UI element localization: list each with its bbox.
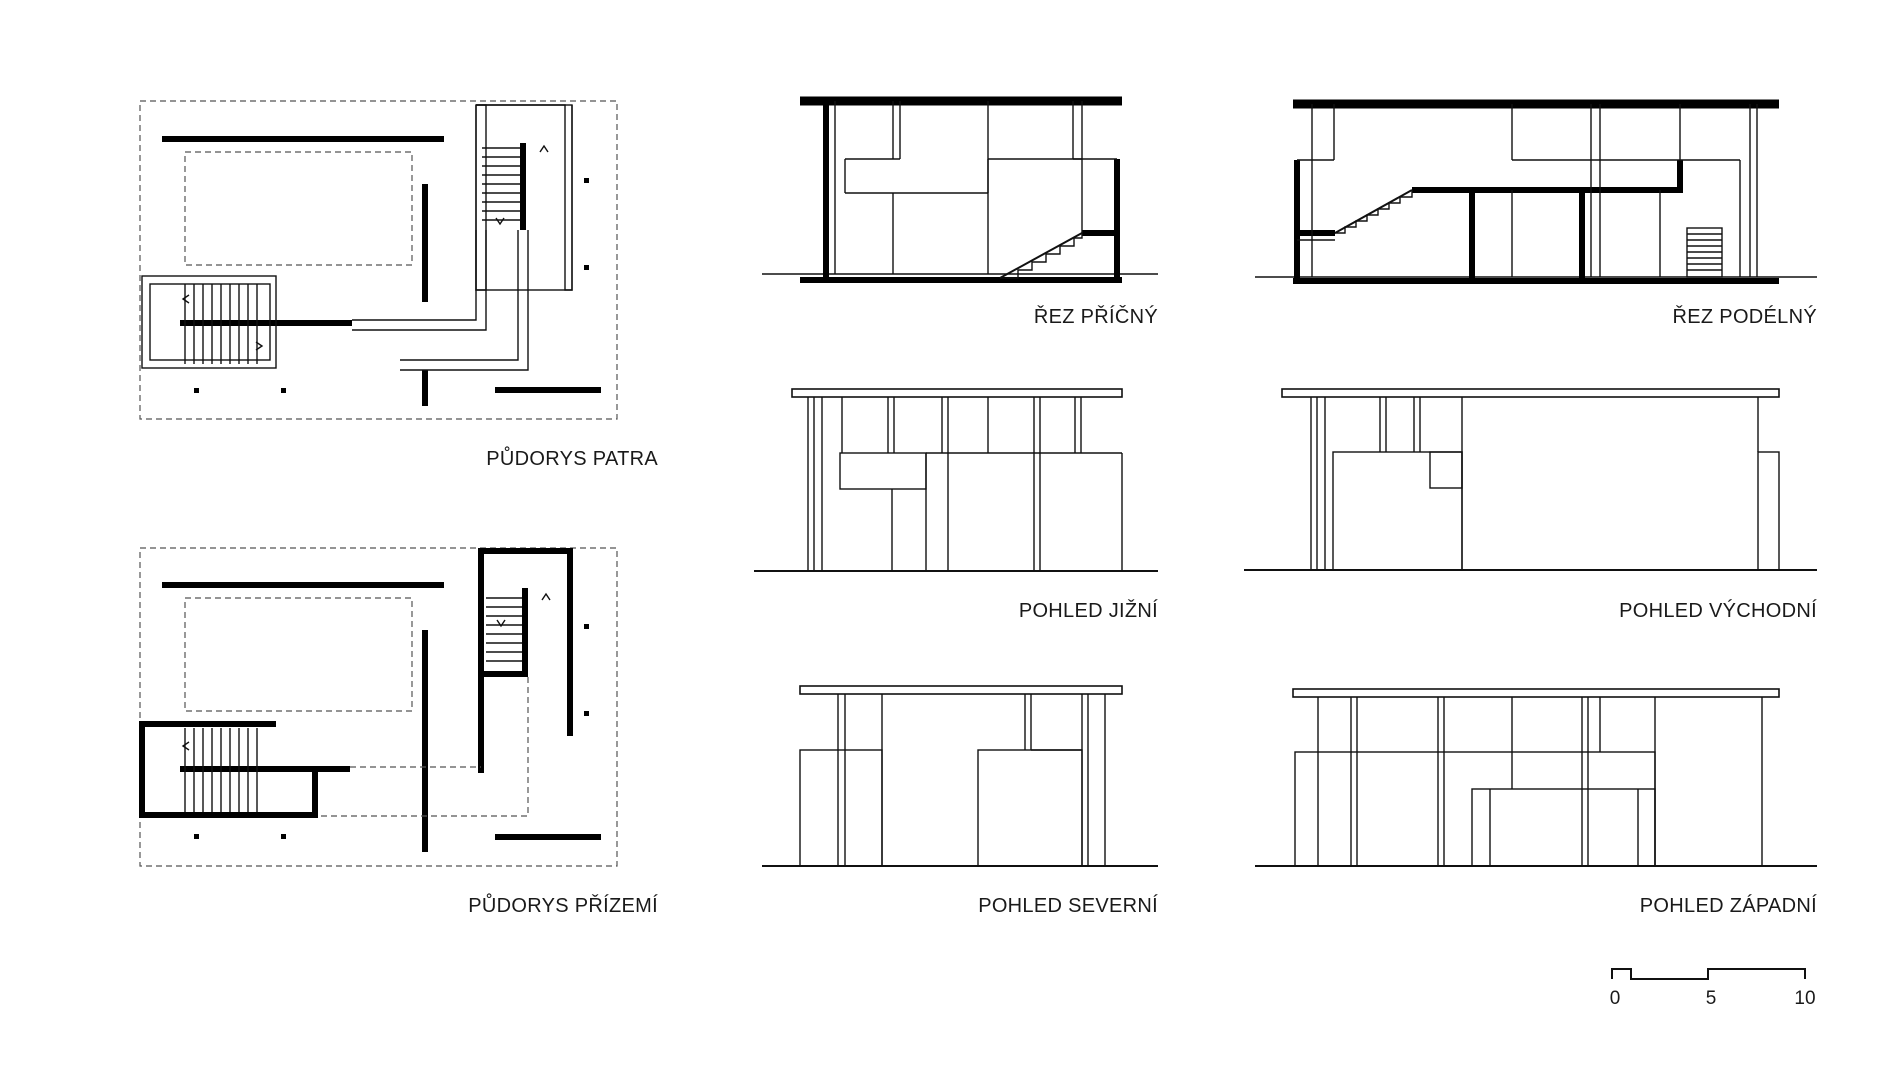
section-cross: [762, 96, 1158, 283]
scale-tick-5: 5: [1706, 988, 1717, 1009]
plan-upper-floor: [139, 100, 618, 420]
section-longitudinal: [1255, 99, 1817, 284]
elevation-north: [762, 685, 1158, 867]
elevation-south-label: POHLED JIŽNÍ: [1019, 599, 1158, 622]
elevation-west-label: POHLED ZÁPADNÍ: [1640, 894, 1817, 917]
elevation-west: [1255, 688, 1817, 867]
plan-upper-label: PŮDORYS PATRA: [486, 446, 658, 470]
elevation-south: [754, 388, 1158, 572]
elevation-east: [1244, 388, 1817, 571]
plan-ground-floor: [139, 547, 618, 867]
plan-ground-label: PŮDORYS PŘÍZEMÍ: [468, 893, 658, 917]
scale-bar: 0 5 10: [1610, 968, 1816, 1009]
scale-tick-0: 0: [1610, 988, 1621, 1009]
scale-tick-10: 10: [1794, 988, 1815, 1009]
elevation-east-label: POHLED VÝCHODNÍ: [1619, 599, 1817, 622]
elevation-north-label: POHLED SEVERNÍ: [978, 894, 1158, 917]
section-cross-label: ŘEZ PŘÍČNÝ: [1034, 305, 1158, 328]
section-longitudinal-label: ŘEZ PODÉLNÝ: [1673, 305, 1817, 328]
